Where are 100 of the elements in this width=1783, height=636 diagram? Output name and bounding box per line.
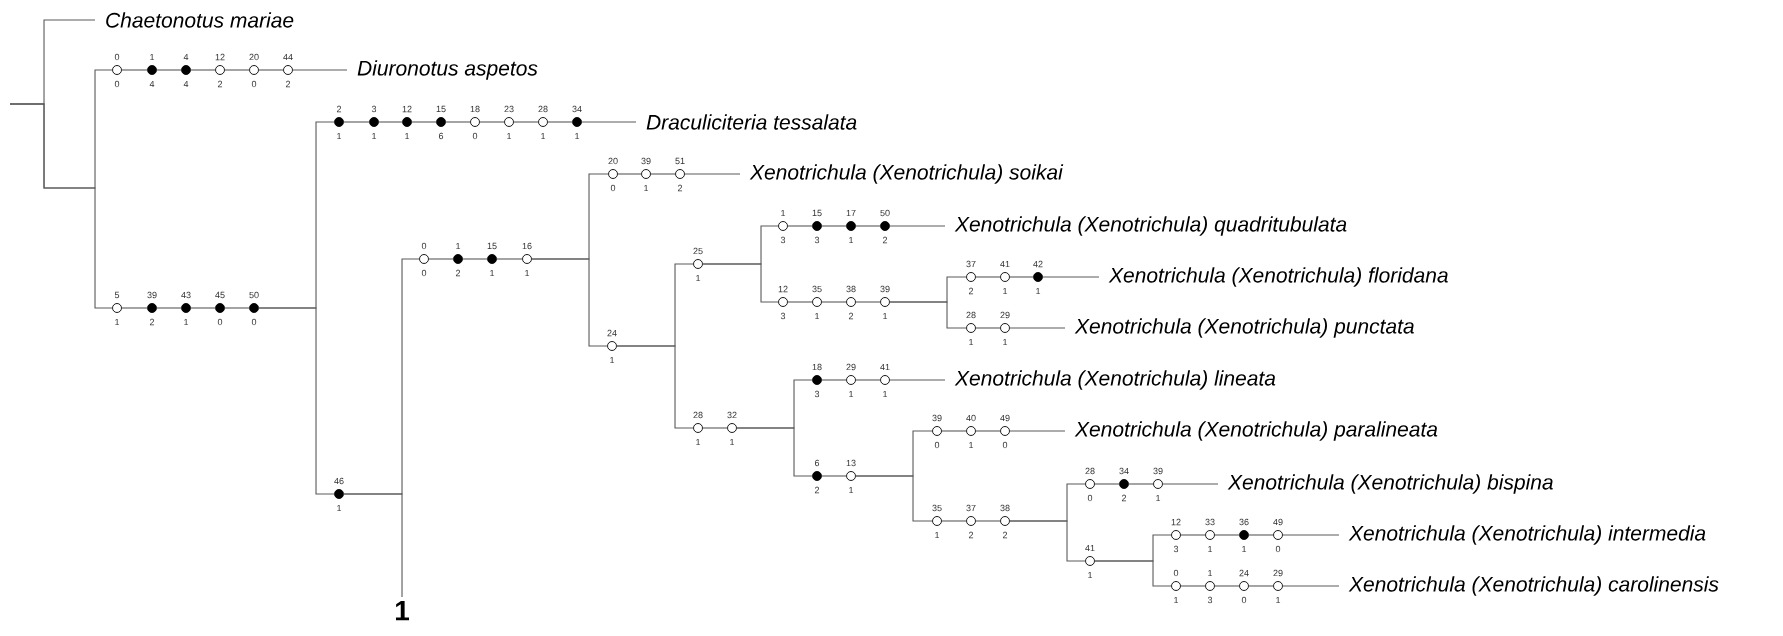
character-number: 1	[935, 531, 940, 539]
branch-line	[1213, 534, 1241, 536]
character-number: 6	[814, 459, 820, 467]
character-number: 3	[814, 390, 820, 398]
character-number: 20	[608, 157, 618, 165]
character-number: 3	[814, 236, 820, 244]
character-number: 33	[1205, 518, 1215, 526]
character-number: 39	[147, 291, 157, 299]
character-number: 1	[575, 132, 580, 140]
branch-line	[615, 345, 695, 429]
branch-line	[1008, 276, 1035, 278]
character-number: 0	[114, 53, 120, 61]
taxon-label: Xenotrichula (Xenotrichula) floridana	[1108, 267, 1448, 287]
character-number: 0	[934, 441, 940, 449]
character-number: 3	[1173, 545, 1179, 553]
branch-line	[974, 520, 1002, 522]
character-number: 18	[470, 105, 480, 113]
character-number: 43	[181, 291, 191, 299]
branch-line	[1127, 483, 1155, 485]
character-number: 1	[490, 269, 495, 277]
branch-line	[223, 69, 251, 71]
taxon-label: Xenotrichula (Xenotrichula) punctata	[1074, 318, 1414, 338]
branch-line	[888, 225, 946, 227]
character-number: 50	[249, 291, 259, 299]
branch-line	[546, 121, 574, 123]
character-number: 2	[217, 80, 223, 88]
character-number: 28	[538, 105, 548, 113]
character-number: 0	[472, 132, 478, 140]
character-number: 1	[1088, 571, 1093, 579]
character-number: 1	[405, 132, 410, 140]
character-number: 1	[883, 390, 888, 398]
branch-line	[120, 307, 149, 309]
character-number: 2	[285, 80, 291, 88]
character-number: 17	[846, 209, 856, 217]
taxon-label: Draculiciteria tessalata	[646, 114, 857, 130]
branch-line	[512, 121, 540, 123]
character-number: 0	[251, 80, 257, 88]
branch-line	[155, 307, 183, 309]
character-number: 1	[849, 236, 854, 244]
branch-line	[1008, 430, 1066, 432]
character-number: 0	[217, 318, 223, 326]
character-number: 28	[693, 411, 703, 419]
character-number: 39	[641, 157, 651, 165]
character-number: 3	[371, 105, 377, 113]
character-number: 1	[337, 132, 342, 140]
character-number: 16	[522, 242, 532, 250]
character-number: 15	[436, 105, 446, 113]
branch-line	[1179, 585, 1207, 587]
character-number: 1	[610, 356, 615, 364]
branch-line	[701, 427, 729, 429]
character-number: 15	[812, 209, 822, 217]
character-number: 34	[1119, 467, 1129, 475]
branch-line	[1281, 534, 1340, 536]
branch-line	[786, 225, 814, 227]
branch-line	[377, 121, 404, 123]
character-number: 0	[421, 269, 427, 277]
character-number: 41	[1085, 544, 1095, 552]
branch-line	[478, 121, 506, 123]
character-number: 1	[372, 132, 377, 140]
character-number: 2	[1121, 494, 1127, 502]
character-number: 35	[812, 285, 822, 293]
branch-line	[888, 379, 946, 381]
character-number: 1	[1156, 494, 1161, 502]
character-number: 6	[438, 132, 444, 140]
character-number: 42	[1033, 260, 1043, 268]
character-number: 1	[456, 242, 461, 250]
character-number: 0	[114, 80, 120, 88]
character-number: 5	[114, 291, 120, 299]
character-number: 2	[968, 531, 974, 539]
character-number: 1	[969, 338, 974, 346]
character-number: 0	[1173, 569, 1179, 577]
character-number: 0	[1002, 441, 1008, 449]
branch-line	[495, 258, 524, 260]
branch-line	[1247, 534, 1275, 536]
branch-line	[223, 307, 251, 309]
branch-line	[580, 121, 637, 123]
character-number: 29	[1000, 311, 1010, 319]
branch-line	[155, 69, 183, 71]
character-number: 2	[455, 269, 461, 277]
branch-line	[974, 327, 1002, 329]
character-number: 0	[421, 242, 427, 250]
branch-line	[461, 258, 489, 260]
character-number: 29	[1273, 569, 1283, 577]
character-number: 1	[1242, 545, 1247, 553]
character-number: 39	[1153, 467, 1163, 475]
branch-line	[291, 69, 348, 71]
character-number: 32	[727, 411, 737, 419]
character-number: 12	[1171, 518, 1181, 526]
branch-line	[854, 379, 882, 381]
character-number: 0	[1241, 596, 1247, 604]
branch-line	[1093, 483, 1121, 485]
branch-line	[701, 263, 780, 303]
branch-line	[342, 121, 371, 123]
branch-line	[444, 121, 472, 123]
character-number: 0	[610, 184, 616, 192]
taxon-label: Xenotrichula (Xenotrichula) soikai	[749, 164, 1064, 184]
character-number: 18	[812, 363, 822, 371]
character-number: 1	[969, 441, 974, 449]
character-number: 1	[815, 312, 820, 320]
character-number: 46	[334, 477, 344, 485]
